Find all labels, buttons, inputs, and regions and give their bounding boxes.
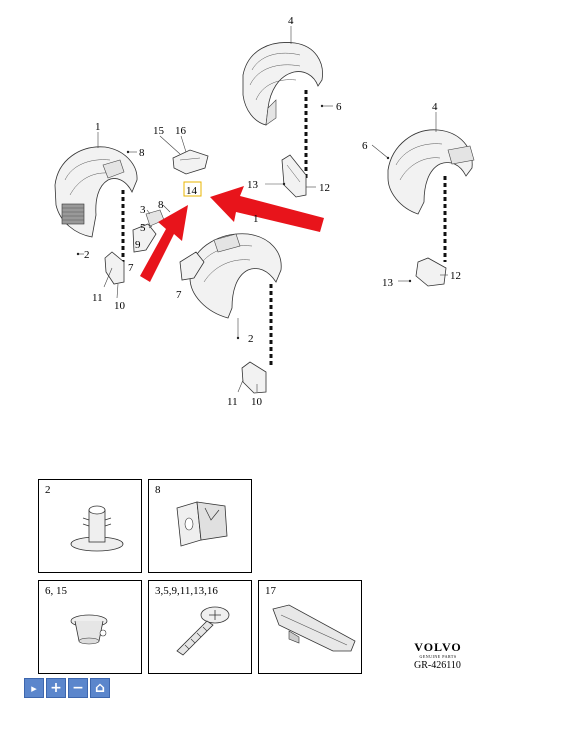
label-15: 15 [153, 125, 165, 137]
wheel-housing-liner-right[interactable] [387, 129, 475, 215]
label-3: 3 [140, 204, 146, 216]
detail-box-label: 17 [265, 585, 276, 597]
label-7b: 7 [176, 289, 182, 301]
zoom-out-button[interactable]: − [68, 678, 88, 698]
detail-box-label: 8 [155, 484, 161, 496]
label-11b: 11 [227, 396, 238, 408]
bracket-center[interactable] [179, 251, 205, 281]
detail-box-2: 2 [38, 479, 142, 573]
part-14-bracket[interactable] [172, 149, 209, 175]
trim-strip-icon [272, 604, 356, 652]
mudflap-right[interactable] [415, 257, 447, 287]
expansion-nut-icon [70, 614, 108, 645]
cursor-icon: ▸ [31, 681, 37, 695]
part-14-highlight [183, 181, 202, 197]
clip-nut-icon [176, 501, 228, 547]
diagram-toolbar: ▸ + − ⌂ [24, 678, 110, 698]
detail-box-6-15: 6, 15 [38, 580, 142, 674]
plus-icon: + [50, 680, 62, 696]
label-10: 10 [114, 300, 126, 312]
mudflap-left-top[interactable] [104, 251, 125, 285]
arrow-icon-left [140, 205, 188, 282]
select-button[interactable]: ▸ [24, 678, 44, 698]
label-6: 6 [336, 101, 342, 113]
screw-icon [176, 606, 230, 656]
detail-box-label: 6, 15 [45, 585, 67, 597]
mudflap-center[interactable] [241, 361, 267, 394]
diagram-reference: GR-426110 [414, 660, 461, 671]
label-9: 9 [135, 239, 141, 251]
arrow-icon-right [210, 186, 324, 232]
label-13: 13 [247, 179, 259, 191]
label-8b: 8 [158, 199, 164, 211]
logo-brand: VOLVO [414, 640, 462, 654]
callout-labels: 4 6 13 12 1 8 15 16 14 2 11 10 3 5 9 7 8… [84, 15, 461, 408]
detail-box-8: 8 [148, 479, 252, 573]
label-13b: 13 [382, 277, 394, 289]
detail-box-label: 3,5,9,11,13,16 [155, 585, 218, 597]
leader-lines [76, 26, 448, 393]
detail-box-label: 2 [45, 484, 51, 496]
label-4: 4 [288, 15, 294, 27]
label-12b: 12 [450, 270, 461, 282]
label-5: 5 [140, 222, 146, 234]
volvo-logo: VOLVO GENUINE PARTS [408, 640, 468, 659]
label-8: 8 [139, 147, 145, 159]
logo-subtitle: GENUINE PARTS [419, 654, 457, 659]
label-12: 12 [319, 182, 330, 194]
wheel-housing-liner-top[interactable] [242, 42, 323, 126]
push-rivet-icon [70, 505, 124, 552]
mudflap-right-top[interactable] [281, 154, 307, 198]
label-1: 1 [95, 121, 101, 133]
home-icon: ⌂ [94, 680, 106, 696]
label-6b: 6 [362, 140, 368, 152]
minus-icon: − [72, 680, 84, 696]
label-2b: 2 [248, 333, 254, 345]
detail-box-3-5-9-11-13-16: 3,5,9,11,13,16 [148, 580, 252, 674]
wheel-housing-liner-center[interactable] [189, 233, 282, 319]
detail-box-17: 17 [258, 580, 362, 674]
label-1b: 1 [253, 213, 259, 225]
label-14: 14 [186, 185, 198, 197]
home-button[interactable]: ⌂ [90, 678, 110, 698]
label-16: 16 [175, 125, 187, 137]
label-4b: 4 [432, 101, 438, 113]
wheel-housing-liner-left[interactable] [54, 146, 138, 238]
label-7: 7 [128, 262, 134, 274]
zoom-in-button[interactable]: + [46, 678, 66, 698]
label-10b: 10 [251, 396, 263, 408]
label-2: 2 [84, 249, 90, 261]
label-11: 11 [92, 292, 103, 304]
